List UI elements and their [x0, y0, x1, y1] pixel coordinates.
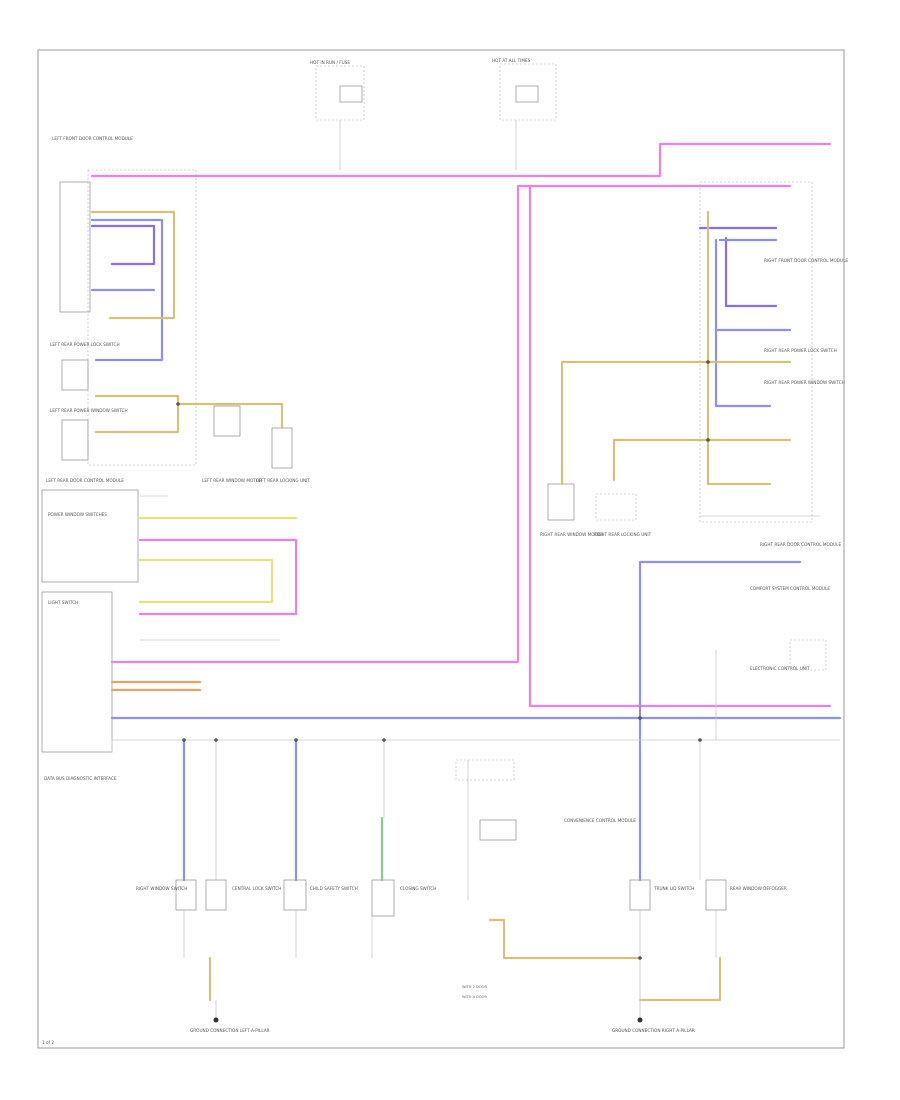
elec-ctrl-label: ELECTRONIC CONTROL UNIT — [750, 666, 810, 671]
gateway-label: DATA BUS DIAGNOSTIC INTERFACE — [44, 776, 117, 781]
left-rear-door-module-label: LEFT REAR DOOR CONTROL MODULE — [46, 478, 124, 483]
left-rear-lock-label: LEFT REAR POWER LOCK SWITCH — [50, 342, 120, 347]
wires-orange — [110, 680, 202, 692]
fuse-box-right: HOT AT ALL TIMES — [492, 58, 557, 170]
right-rear-lock-sw-label: RIGHT REAR POWER LOCK SWITCH — [764, 348, 837, 353]
right-rear-motor-label: RIGHT REAR WINDOW MOTOR — [540, 532, 603, 537]
g-left-label: GROUND CONNECTION LEFT A-PILLAR — [190, 1028, 270, 1033]
sw-1-label: RIGHT WINDOW SWITCH — [136, 886, 187, 891]
fuse-top-right-label: HOT AT ALL TIMES — [492, 58, 531, 63]
sw-3-label: CHILD SAFETY SWITCH — [310, 886, 358, 891]
sw-6-label: REAR WINDOW DEFOGGER — [730, 886, 787, 891]
page-id: 1 of 2 — [42, 1040, 54, 1045]
left-rear-door-block: LEFT REAR DOOR CONTROL MODULE POWER WIND… — [41, 478, 139, 781]
right-front-door-label: RIGHT FRONT DOOR CONTROL MODULE — [764, 258, 848, 263]
bottom-components: RIGHT WINDOW SWITCH CENTRAL LOCK SWITCH … — [136, 759, 787, 1000]
right-control-box — [789, 639, 827, 671]
junction-nodes — [176, 360, 710, 960]
right-rear-lock-unit-label: RIGHT REAR LOCKING UNIT — [594, 532, 652, 537]
ground-left: GROUND CONNECTION LEFT A-PILLAR — [190, 1000, 270, 1033]
right-rear-window-sw-label: RIGHT REAR POWER WINDOW SWITCH — [764, 380, 845, 385]
wires-yellow — [138, 516, 298, 604]
wires-tan — [90, 210, 792, 1002]
left-rear-window-label: LEFT REAR POWER WINDOW SWITCH — [50, 408, 128, 413]
g-right-label: GROUND CONNECTION RIGHT A-PILLAR — [612, 1028, 695, 1033]
sw-5-label: TRUNK LID SWITCH — [653, 886, 694, 891]
diagram-frame — [37, 49, 845, 1049]
ground-right: GROUND CONNECTION RIGHT A-PILLAR — [612, 1000, 695, 1033]
light-switch-label: LIGHT SWITCH — [48, 600, 78, 605]
fuse-top-left-label: HOT IN RUN / FUSE — [310, 60, 350, 65]
wires-pink — [90, 142, 832, 708]
right-rear-module-label: RIGHT REAR DOOR CONTROL MODULE — [760, 542, 841, 547]
note-2-label: WITH 4 DOOR — [462, 995, 488, 999]
left-rear-motor-label: LEFT REAR WINDOW MOTOR — [202, 478, 262, 483]
left-rear-lock-unit-label: LEFT REAR LOCKING UNIT — [256, 478, 310, 483]
left-front-door-module: LEFT FRONT DOOR CONTROL MODULE LEFT REAR… — [50, 136, 310, 483]
comfort-module-label: COMFORT SYSTEM CONTROL MODULE — [750, 586, 830, 591]
fuse-box-left: HOT IN RUN / FUSE — [310, 60, 365, 170]
wires-blue — [90, 218, 842, 882]
wires-black — [111, 495, 840, 900]
right-front-door-module: RIGHT FRONT DOOR CONTROL MODULE RIGHT RE… — [540, 181, 848, 547]
wires-violet — [90, 224, 778, 308]
left-door-switches-label: POWER WINDOW SWITCHES — [48, 512, 107, 517]
sw-4-label: CLOSING SWITCH — [400, 886, 436, 891]
sw-2-label: CENTRAL LOCK SWITCH — [232, 886, 281, 891]
module-right-label: CONVENIENCE CONTROL MODULE — [564, 818, 636, 823]
note-1-label: WITH 2 DOOR — [462, 985, 488, 989]
left-front-door-label: LEFT FRONT DOOR CONTROL MODULE — [52, 136, 133, 141]
